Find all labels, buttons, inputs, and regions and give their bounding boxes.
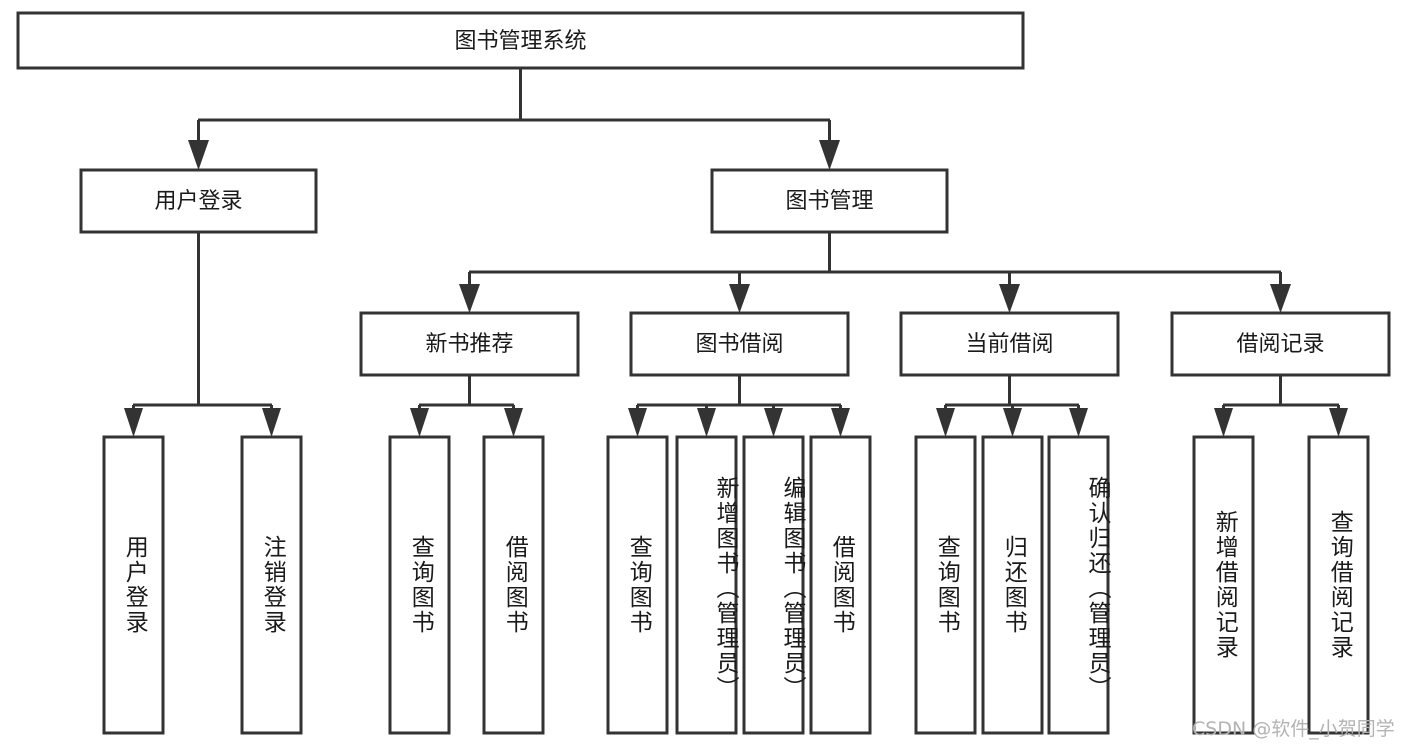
arrow-head-currentborrow-return	[1003, 408, 1022, 437]
arrow-head-book-mgmt	[819, 140, 840, 170]
leaf-box-currentborrow-return[interactable]	[981, 435, 1044, 735]
arrow-head-bookborrow-add	[697, 408, 716, 437]
arrow-head-currentborrow-confirm	[1069, 408, 1088, 437]
node-book-management-label: 图书管理	[785, 189, 873, 214]
arrow-head-borrow-record	[1270, 284, 1291, 313]
node-user-login-label: 用户登录	[154, 189, 242, 214]
edges-bookmgmt-to-level3	[459, 232, 1291, 313]
edges-root-to-level2	[188, 68, 840, 170]
node-new-book-recommend-label: 新书推荐	[425, 332, 513, 357]
arrow-head-book-borrow	[729, 284, 750, 313]
arrow-head-user-login	[188, 140, 209, 170]
arrow-head-newbook-borrow	[504, 408, 523, 437]
node-root-box[interactable]	[16, 11, 1025, 70]
leaf-box-newbook-query[interactable]	[388, 435, 451, 735]
arrow-head-bookborrow-edit	[764, 408, 783, 437]
arrow-head-newbook-query	[410, 408, 429, 437]
node-current-borrow-label: 当前借阅	[965, 332, 1053, 357]
node-new-book-recommend-box[interactable]	[359, 311, 580, 377]
edges-userlogin-to-leaves	[124, 232, 281, 437]
leaf-box-borrowrecord-query[interactable]	[1307, 435, 1370, 735]
leaf-box-currentborrow-query[interactable]	[914, 435, 977, 735]
arrow-head-leaf-logout	[262, 408, 281, 437]
leaf-box-currentborrow-confirm[interactable]	[1047, 435, 1110, 735]
edges-bookborrow-to-leaves	[628, 375, 850, 437]
node-root-label: 图书管理系统	[454, 29, 586, 54]
csdn-watermark: CSDN @软件_小贺同学	[1192, 718, 1395, 740]
node-book-borrow-label: 图书借阅	[695, 332, 783, 357]
leaf-box-user-login[interactable]	[102, 435, 165, 735]
arrow-head-borrowrecord-add	[1214, 408, 1233, 437]
arrow-head-leaf-user-login	[124, 408, 143, 437]
node-borrow-record-box[interactable]	[1170, 311, 1391, 377]
node-borrow-record-label: 借阅记录	[1236, 332, 1324, 357]
arrow-head-bookborrow-lend	[831, 408, 850, 437]
node-book-borrow-box[interactable]	[629, 311, 850, 377]
leaf-box-newbook-borrow[interactable]	[482, 435, 545, 735]
arrow-head-new-book	[459, 284, 480, 313]
node-book-management-box[interactable]	[710, 168, 949, 234]
edges-newbook-to-leaves	[410, 375, 523, 437]
edges-borrowrecord-to-leaves	[1214, 375, 1348, 437]
leaf-box-bookborrow-edit[interactable]	[742, 435, 805, 735]
node-user-login-box[interactable]	[79, 168, 318, 234]
arrow-head-current-borrow	[999, 284, 1020, 313]
arrow-head-borrowrecord-query	[1329, 408, 1348, 437]
leaf-box-bookborrow-query[interactable]	[606, 435, 669, 735]
arrow-head-bookborrow-query	[628, 408, 647, 437]
node-current-borrow-box[interactable]	[899, 311, 1120, 377]
leaf-box-logout[interactable]	[240, 435, 303, 735]
leaf-box-bookborrow-lend[interactable]	[809, 435, 872, 735]
leaf-box-bookborrow-add[interactable]	[675, 435, 738, 735]
leaf-box-borrowrecord-add[interactable]	[1192, 435, 1255, 735]
arrow-head-currentborrow-query	[936, 408, 955, 437]
edges-currentborrow-to-leaves	[936, 375, 1088, 437]
